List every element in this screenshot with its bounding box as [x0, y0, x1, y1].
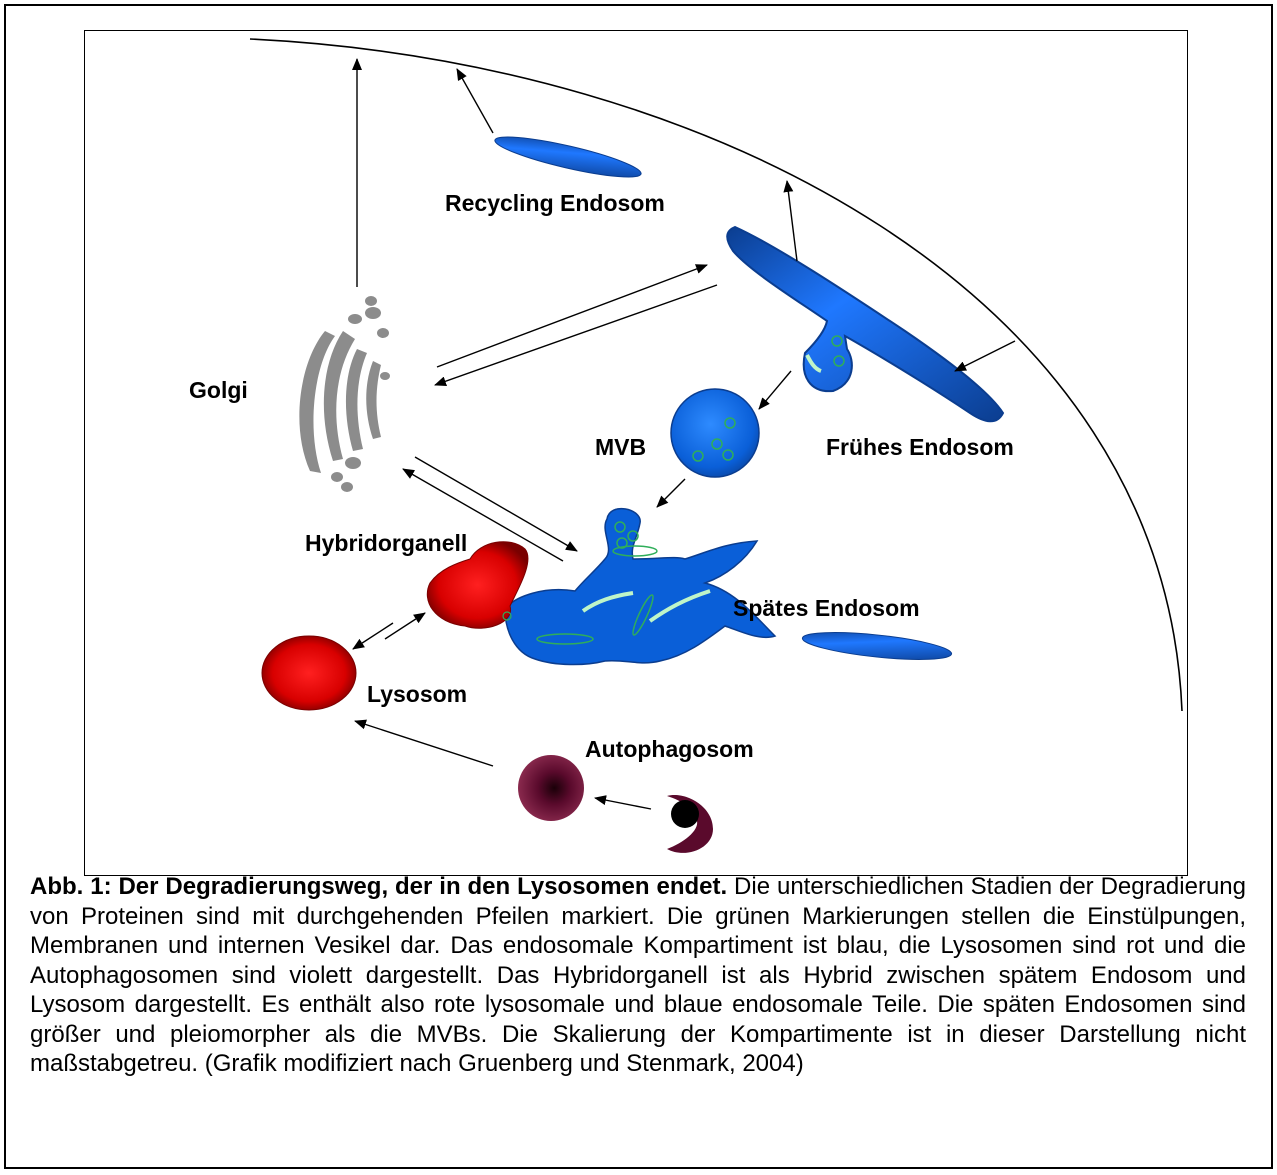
autophagosome-forming — [667, 795, 713, 853]
golgi — [299, 296, 390, 492]
label-late-endosome: Spätes Endosom — [733, 595, 920, 621]
label-early-endosome: Frühes Endosom — [826, 434, 1014, 460]
cell-membrane — [249, 38, 1183, 712]
label-mvb: MVB — [595, 434, 646, 460]
mvb — [670, 388, 760, 478]
caption-title: Abb. 1: Der Degradierungsweg, der in den… — [30, 873, 728, 900]
label-golgi: Golgi — [189, 377, 248, 403]
lysosome — [261, 635, 357, 711]
label-lysosome: Lysosom — [367, 681, 467, 707]
early-endosome — [726, 225, 1005, 423]
autophagosome — [518, 755, 584, 821]
late-endosome-vesicle — [801, 632, 953, 660]
caption-body: Die unterschiedlichen Stadien der Degrad… — [30, 873, 1246, 1077]
figure-frame: Recycling Endosom Golgi MVB Frühes Endos… — [4, 4, 1273, 1169]
pathway-arrows — [352, 58, 1016, 810]
hybrid-organelle — [426, 541, 529, 629]
label-hybrid-organelle: Hybridorganell — [305, 530, 467, 556]
late-endosome — [504, 507, 777, 666]
label-recycling-endosome: Recycling Endosom — [445, 190, 665, 216]
recycling-endosome — [494, 136, 642, 178]
label-autophagosome: Autophagosom — [585, 736, 754, 762]
figure-caption: Abb. 1: Der Degradierungsweg, der in den… — [30, 872, 1246, 1079]
endosome-pathway-diagram: Recycling Endosom Golgi MVB Frühes Endos… — [189, 38, 1183, 853]
diagram-box: Recycling Endosom Golgi MVB Frühes Endos… — [84, 30, 1188, 876]
